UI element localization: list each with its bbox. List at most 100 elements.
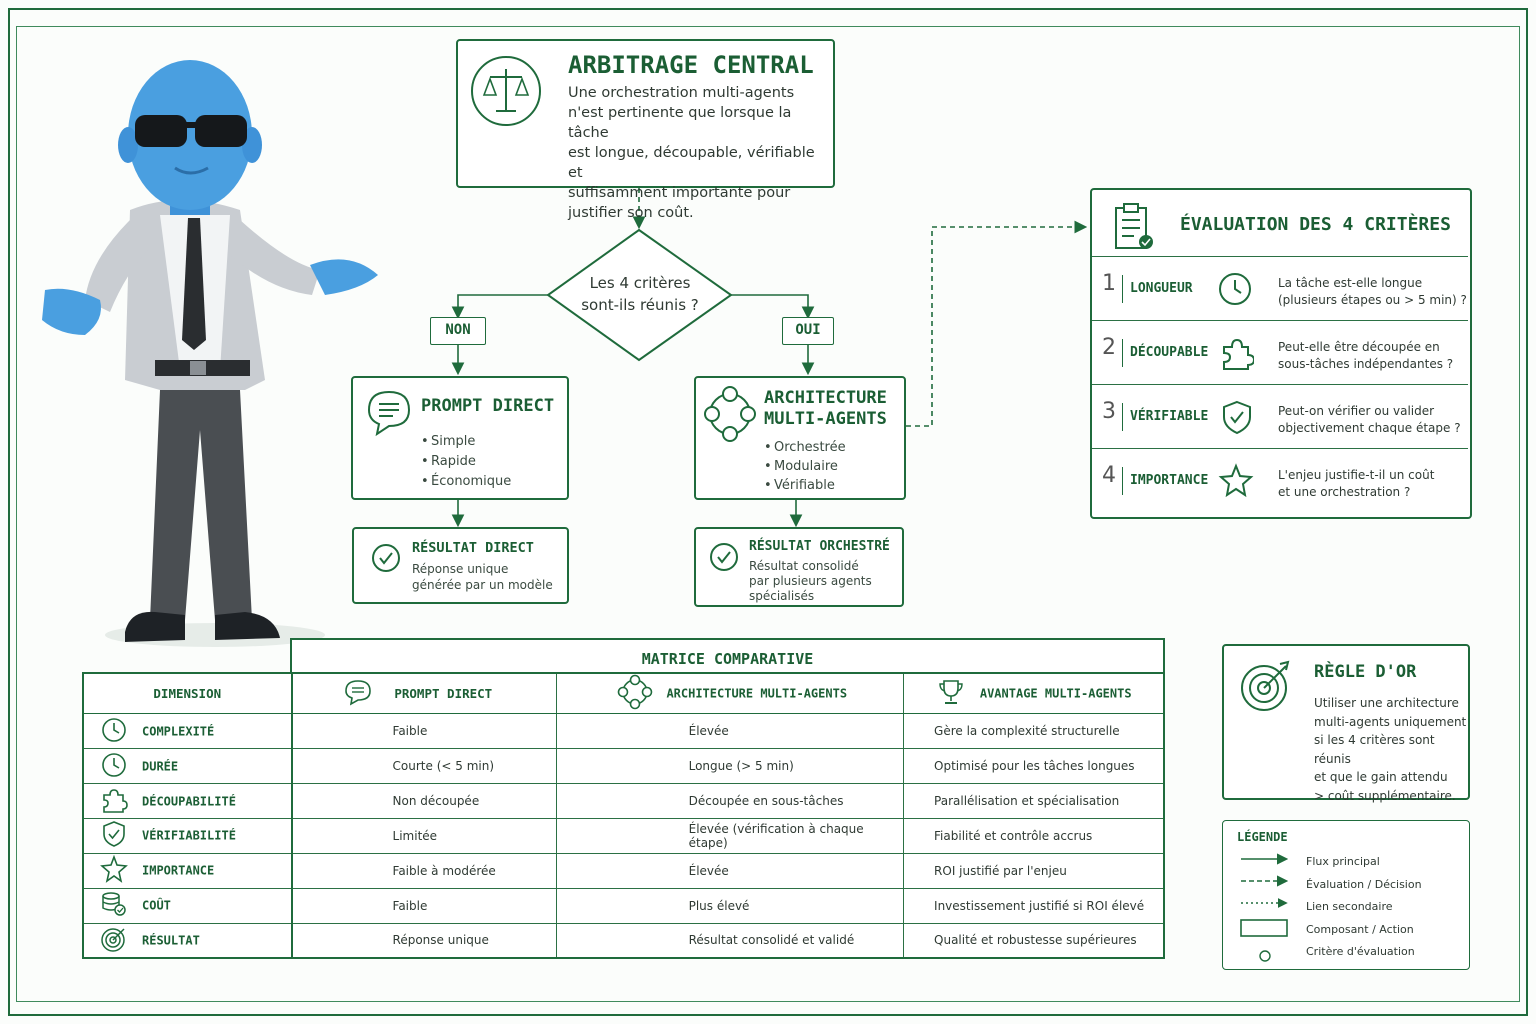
header-dimension: DIMENSION: [83, 673, 293, 715]
prompt-cell: Réponse unique: [291, 923, 557, 958]
chat-bubble-icon: [343, 678, 373, 709]
criterion-row: 3 VÉRIFIABLE Peut-on vérifier ou valider…: [1092, 384, 1468, 448]
criterion-name: LONGUEUR: [1130, 281, 1193, 296]
multi-cell: Résultat consolidé et validé: [556, 923, 905, 958]
dimension-label: VÉRIFIABILITÉ: [142, 828, 236, 843]
coins-icon: [100, 890, 128, 921]
matrix-title: MATRICE COMPARATIVE: [641, 650, 814, 668]
question-line: sous-tâches indépendantes ?: [1278, 357, 1454, 371]
target-icon: [100, 925, 128, 956]
puzzle-icon: [100, 786, 128, 817]
central-line: justifier son coût.: [568, 205, 694, 221]
check-circle-icon: [372, 544, 400, 572]
golden-rule-text: Utiliser une architecture multi-agents u…: [1314, 694, 1468, 805]
dimension-label: COMPLEXITÉ: [142, 724, 215, 739]
question-line: (plusieurs étapes ou > 5 min) ?: [1278, 293, 1467, 307]
prompt-cell: Non découpée: [291, 783, 557, 819]
yes-label: OUI: [782, 317, 834, 345]
list-item: Vérifiable: [764, 476, 846, 495]
dimension-label: COÛT: [142, 898, 171, 913]
criterion-row: 2 DÉCOUPABLE Peut-elle être découpée en …: [1092, 320, 1468, 384]
criterion-name: VÉRIFIABLE: [1130, 409, 1209, 424]
legend-labels: Flux principal Évaluation / Décision Lie…: [1306, 851, 1422, 964]
dimension-label: DÉCOUPABILITÉ: [142, 794, 236, 809]
prompt-direct-list: Simple Rapide Économique: [421, 432, 511, 492]
legend-item: Composant / Action: [1306, 922, 1414, 936]
avantage-cell: ROI justifié par l'enjeu: [903, 853, 1164, 889]
golden-rule-box: RÈGLE D'OR Utiliser une architecture mul…: [1222, 644, 1470, 803]
multi-cell: Élevée: [556, 713, 905, 750]
dimension-cell: VÉRIFIABILITÉ: [83, 818, 293, 854]
multi-cell: Longue (> 5 min): [556, 748, 905, 785]
criterion-number: 3: [1102, 399, 1116, 424]
criteria-title: ÉVALUATION DES 4 CRITÈRES: [1180, 214, 1451, 235]
avantage-cell: Investissement justifié si ROI élevé: [903, 888, 1164, 924]
legend-symbols: [1240, 853, 1289, 962]
result-direct-title: RÉSULTAT DIRECT: [412, 540, 534, 556]
header-prompt: PROMPT DIRECT: [291, 673, 557, 715]
multi-agents-list: Orchestrée Modulaire Vérifiable: [764, 438, 846, 495]
criterion-question: Peut-elle être découpée en sous-tâches i…: [1278, 339, 1453, 373]
scales-icon: [471, 56, 541, 126]
multi-cell: Élevée: [556, 853, 905, 889]
prompt-cell: Faible: [291, 713, 557, 750]
target-icon: [1241, 660, 1290, 711]
dimension-label: DURÉE: [142, 759, 179, 774]
central-line: n'est pertinente que lorsque la tâche: [568, 105, 792, 141]
outer-frame: [8, 8, 1528, 1016]
header-multi: ARCHITECTURE MULTI-AGENTS: [556, 673, 905, 715]
avantage-cell: Qualité et robustesse supérieures: [934, 933, 1137, 948]
star-icon: [1218, 463, 1254, 498]
check-circle-icon: [710, 543, 738, 571]
dimension-cell: DURÉE: [83, 748, 293, 785]
criterion-name: IMPORTANCE: [1130, 473, 1209, 488]
dimension-cell: IMPORTANCE: [83, 853, 293, 889]
criterion-row: 4 IMPORTANCE L'enjeu justifie-t-il un co…: [1092, 448, 1468, 512]
matrix-title-box: MATRICE COMPARATIVE: [290, 638, 1165, 674]
criterion-number: 1: [1102, 271, 1116, 296]
clock-icon: [100, 751, 128, 782]
dimension-cell: DÉCOUPABILITÉ: [83, 783, 293, 819]
question-line: La tâche est-elle longue: [1278, 276, 1423, 290]
header-label: DIMENSION: [153, 686, 222, 702]
puzzle-icon: [1223, 338, 1254, 370]
criterion-divider: [1122, 467, 1123, 495]
result-line: Réponse unique: [412, 562, 509, 576]
legend-item: Critère d'évaluation: [1306, 945, 1415, 958]
question-line: L'enjeu justifie-t-il un coût: [1278, 468, 1435, 482]
network-icon: [704, 386, 756, 442]
dimension-cell: COMPLEXITÉ: [83, 713, 293, 750]
criterion-question: Peut-on vérifier ou valider objectivemen…: [1278, 403, 1461, 437]
network-icon: [617, 674, 653, 713]
inner-frame: [16, 26, 1520, 1002]
clock-icon: [1219, 273, 1251, 305]
avantage-cell: Parallélisation et spécialisation: [903, 783, 1164, 819]
table-header-row: DIMENSION PROMPT DIRECT ARCHITECTURE MUL…: [83, 673, 1164, 715]
result-orchestrated-title: RÉSULTAT ORCHESTRÉ: [749, 539, 890, 554]
criterion-row: 1 LONGUEUR La tâche est-elle longue (plu…: [1092, 256, 1468, 320]
comparison-table: DIMENSION PROMPT DIRECT ARCHITECTURE MUL…: [82, 672, 1165, 959]
header-avantage: AVANTAGE MULTI-AGENTS: [903, 673, 1164, 715]
header-label: PROMPT DIRECT: [394, 686, 493, 702]
central-line: Une orchestration multi-agents: [568, 85, 795, 101]
multi-agents-box: ARCHITECTURE MULTI-AGENTS Orchestrée Mod…: [694, 376, 906, 500]
trophy-icon: [938, 678, 964, 709]
rule-line: Utiliser une architecture: [1314, 696, 1459, 710]
rule-line: et que le gain attendu: [1314, 770, 1448, 784]
avantage-cell: Gère la complexité structurelle: [903, 713, 1164, 750]
result-line: générée par un modèle: [412, 578, 553, 592]
legend-item: Flux principal: [1306, 855, 1380, 868]
shield-check-icon: [100, 820, 128, 851]
multi-agents-title: ARCHITECTURE MULTI-AGENTS: [764, 388, 887, 430]
rule-line: multi-agents uniquement: [1314, 714, 1467, 729]
clock-icon: [100, 716, 128, 747]
prompt-cell: Limitée: [291, 818, 557, 854]
central-line: est longue, découpable, vérifiable et: [568, 145, 815, 181]
question-line: Peut-elle être découpée en: [1278, 340, 1440, 354]
